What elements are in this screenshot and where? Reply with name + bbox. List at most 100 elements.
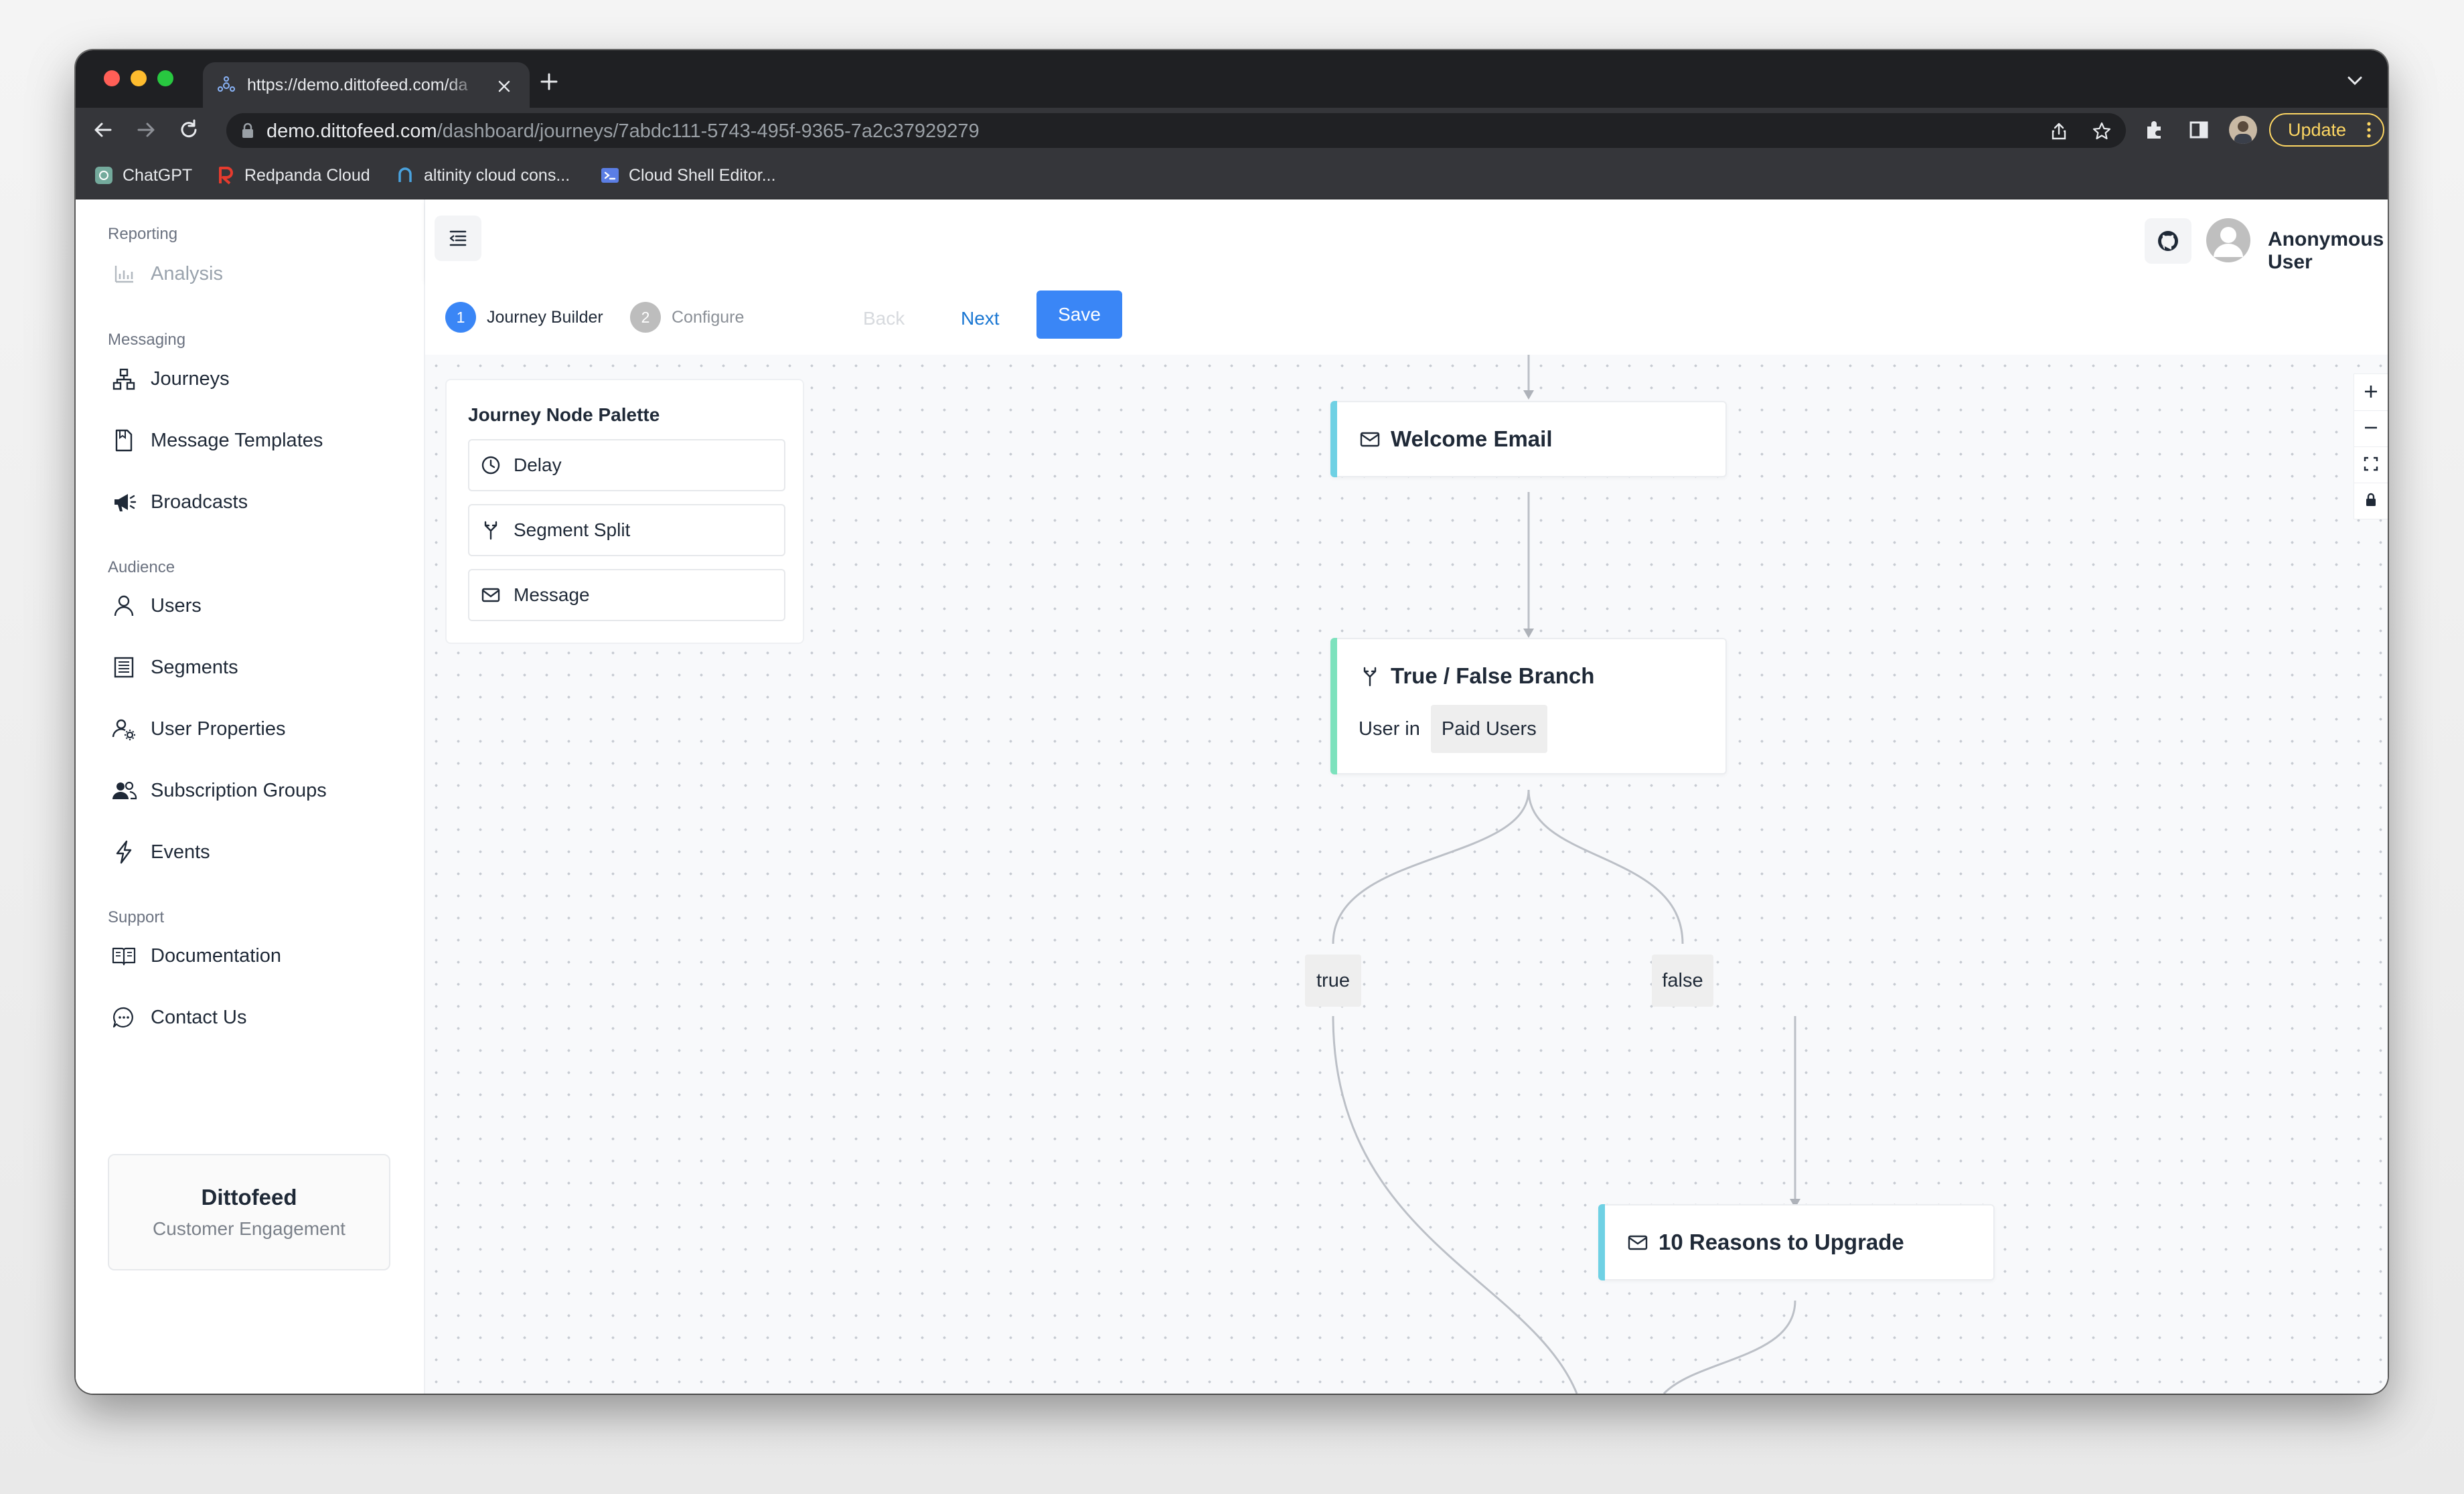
journey-canvas[interactable]: Journey Node Palette Delay Segment Split xyxy=(425,355,2388,1394)
new-tab-icon[interactable] xyxy=(538,70,560,93)
sidebar-item-label: Users xyxy=(151,594,202,616)
url-text[interactable]: demo.dittofeed.com/dashboard/journeys/7a… xyxy=(266,120,980,142)
step-journey-builder[interactable]: 1 Journey Builder xyxy=(445,300,603,335)
github-button[interactable] xyxy=(2145,218,2191,264)
address-bar[interactable]: demo.dittofeed.com/dashboard/journeys/7a… xyxy=(226,113,2126,148)
split-icon xyxy=(1363,667,1377,687)
profile-avatar[interactable] xyxy=(2229,116,2257,144)
sidebar-item-users[interactable]: Users xyxy=(108,587,402,625)
maximize-window-button[interactable] xyxy=(157,70,173,86)
palette-item-segment-split[interactable]: Segment Split xyxy=(468,504,785,556)
palette-title: Journey Node Palette xyxy=(468,404,660,425)
user-icon xyxy=(114,595,134,616)
sidebar-item-broadcasts[interactable]: Broadcasts xyxy=(108,483,402,521)
palette-item-message[interactable]: Message xyxy=(468,569,785,621)
bookmark-chatgpt[interactable]: ChatGPT xyxy=(94,164,192,187)
sidebar-item-label: Segments xyxy=(151,656,238,678)
arrowhead-icon xyxy=(1523,390,1534,400)
tab-close-icon[interactable] xyxy=(495,77,514,96)
mail-icon xyxy=(1628,1235,1648,1250)
user-settings-icon xyxy=(112,719,135,740)
forward-arrow-icon[interactable] xyxy=(133,117,159,143)
sidebar-item-segments[interactable]: Segments xyxy=(108,649,402,686)
bookmark-altinity[interactable]: altinity cloud cons... xyxy=(396,164,570,187)
bar-chart-icon xyxy=(114,266,133,283)
node-accent xyxy=(1330,401,1337,477)
back-button[interactable]: Back xyxy=(863,308,905,329)
minus-icon xyxy=(2365,426,2377,429)
sidebar-item-label: Broadcasts xyxy=(151,491,248,513)
sidebar-item-journeys[interactable]: Journeys xyxy=(108,360,402,398)
lock-canvas-button[interactable] xyxy=(2354,483,2388,519)
sidebar-item-analysis[interactable]: Analysis xyxy=(108,255,402,293)
reload-icon[interactable] xyxy=(176,117,202,143)
sidebar-item-events[interactable]: Events xyxy=(108,833,402,871)
menu-fold-icon xyxy=(449,230,467,246)
bookmark-redpanda[interactable]: Redpanda Cloud xyxy=(216,164,370,187)
book-icon xyxy=(112,947,136,966)
username[interactable]: Anonymous User xyxy=(2268,228,2384,273)
sidebar-item-message-templates[interactable]: Message Templates xyxy=(108,422,402,459)
browser-toolbar: demo.dittofeed.com/dashboard/journeys/7a… xyxy=(76,108,2388,152)
clock-icon xyxy=(481,456,500,475)
redpanda-icon xyxy=(219,167,233,185)
browser-window: https://demo.dittofeed.com/da xyxy=(76,50,2388,1394)
node-accent xyxy=(1330,638,1337,774)
sidebar-item-label: Contact Us xyxy=(151,1006,247,1028)
browser-tab[interactable]: https://demo.dittofeed.com/da xyxy=(203,62,530,108)
journey-node-palette: Journey Node Palette Delay Segment Split xyxy=(445,379,804,644)
node-10-reasons-to-upgrade[interactable]: 10 Reasons to Upgrade xyxy=(1598,1204,1995,1280)
sidebar-item-label: Journeys xyxy=(151,367,230,390)
lock-icon[interactable] xyxy=(241,122,254,139)
segment-chip: Paid Users xyxy=(1430,705,1547,753)
next-button[interactable]: Next xyxy=(961,308,1000,329)
edge-true-continuation xyxy=(1332,1015,1578,1394)
mail-icon xyxy=(481,588,500,602)
step-configure[interactable]: 2 Configure xyxy=(630,300,744,335)
side-panel-icon[interactable] xyxy=(2187,118,2210,141)
extensions-icon[interactable] xyxy=(2143,118,2166,141)
lightning-icon xyxy=(116,840,132,864)
sidebar-item-label: Documentation xyxy=(151,944,282,967)
section-messaging: Messaging xyxy=(108,331,186,349)
edge-branch-false-top xyxy=(1527,789,1684,944)
back-arrow-icon[interactable] xyxy=(90,117,116,143)
bookmark-cloud-shell[interactable]: Cloud Shell Editor... xyxy=(601,164,776,187)
sidebar-item-user-properties[interactable]: User Properties xyxy=(108,710,402,748)
kebab-menu-icon xyxy=(2367,122,2371,138)
collapse-sidebar-button[interactable] xyxy=(435,216,481,261)
node-welcome-email[interactable]: Welcome Email xyxy=(1330,401,1727,477)
main-content: Anonymous User 1 Journey Builder 2 Confi… xyxy=(425,199,2388,1394)
dittofeed-favicon-icon xyxy=(218,76,235,92)
bookmark-star-icon[interactable] xyxy=(2092,121,2112,141)
palette-item-delay[interactable]: Delay xyxy=(468,439,785,491)
bookmarks-bar: ChatGPT Redpanda Cloud altinity cloud co… xyxy=(76,152,2388,199)
zoom-in-button[interactable] xyxy=(2354,374,2388,411)
brand-name: Dittofeed xyxy=(201,1185,297,1210)
minimize-window-button[interactable] xyxy=(131,70,147,86)
fit-view-button[interactable] xyxy=(2354,446,2388,483)
zoom-out-button[interactable] xyxy=(2354,410,2388,447)
user-avatar[interactable] xyxy=(2206,218,2250,262)
arrowhead-icon xyxy=(1523,629,1534,638)
dittofeed-app: Reporting Analysis Messaging Journeys xyxy=(76,199,2388,1394)
brand-card: Dittofeed Customer Engagement xyxy=(108,1154,390,1270)
node-title: Welcome Email xyxy=(1391,426,1553,451)
update-button[interactable]: Update xyxy=(2269,113,2384,147)
megaphone-icon xyxy=(114,494,137,511)
chatgpt-icon xyxy=(95,167,112,184)
sidebar-item-subscription-groups[interactable]: Subscription Groups xyxy=(108,772,402,809)
tab-strip: https://demo.dittofeed.com/da xyxy=(76,50,2388,108)
edge-label-true: true xyxy=(1305,954,1361,1007)
sidebar-item-documentation[interactable]: Documentation xyxy=(108,937,402,975)
close-window-button[interactable] xyxy=(104,70,120,86)
sidebar-item-label: Subscription Groups xyxy=(151,779,327,801)
share-icon[interactable] xyxy=(2049,121,2069,141)
node-true-false-branch[interactable]: True / False Branch User in Paid Users xyxy=(1330,638,1727,774)
github-icon xyxy=(2158,231,2178,251)
app-header: Anonymous User xyxy=(425,199,2388,281)
save-button[interactable]: Save xyxy=(1036,290,1122,339)
section-audience: Audience xyxy=(108,558,175,576)
sidebar-item-contact-us[interactable]: Contact Us xyxy=(108,999,402,1036)
chevron-down-icon[interactable] xyxy=(2346,74,2364,88)
